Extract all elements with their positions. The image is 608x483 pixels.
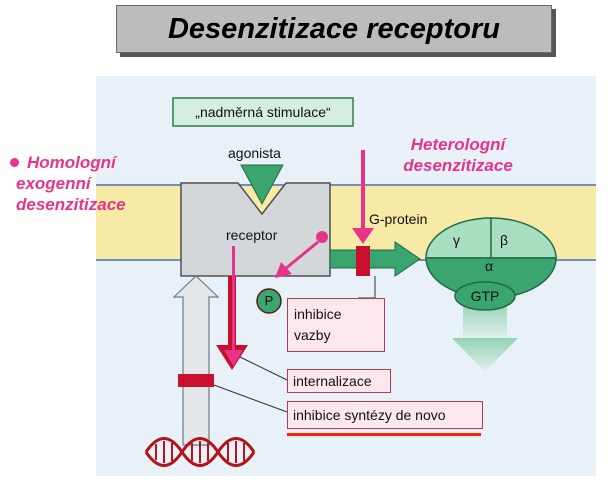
inhibice-vazby-line-2: vazby bbox=[294, 327, 331, 343]
gtp-ellipse bbox=[454, 281, 516, 311]
phosphate-label: P bbox=[264, 293, 274, 308]
phosphate-circle bbox=[256, 288, 282, 314]
agonist-shape bbox=[240, 164, 284, 206]
heterologous-arrow-shaft bbox=[361, 150, 365, 230]
bullet-icon bbox=[10, 158, 19, 167]
stimulation-label: „nadměrná stimulace“ bbox=[195, 104, 331, 120]
heterologous-block bbox=[356, 246, 370, 276]
pink-arrow-shaft bbox=[232, 246, 235, 353]
gtp-signal-head bbox=[452, 338, 518, 372]
phosphorylation-arrow-head bbox=[275, 262, 292, 278]
heterologous-label: Heterologní desenzitizace bbox=[378, 134, 538, 176]
inhibice-vazby-box: inhibice vazby bbox=[287, 298, 385, 352]
pink-arrow-head bbox=[224, 350, 243, 366]
dna-strand-b bbox=[144, 437, 256, 467]
synthesis-block bbox=[178, 374, 214, 387]
g-protein bbox=[425, 217, 557, 299]
internalizace-text: internalizace bbox=[293, 373, 372, 389]
internalizace-box: internalizace bbox=[287, 369, 391, 393]
homologous-text-2: exogenní bbox=[16, 174, 91, 193]
phosphorylation-arrow bbox=[284, 240, 319, 271]
title-box: Desenzitizace receptoru bbox=[116, 5, 552, 53]
page-title: Desenzitizace receptoru bbox=[167, 12, 500, 45]
synthesis-arrow bbox=[172, 275, 220, 446]
heterologous-text-2: desenzitizace bbox=[403, 156, 513, 175]
homologous-text-3: desenzitizace bbox=[16, 195, 126, 214]
homologous-line-1: Homologní bbox=[10, 152, 126, 173]
agonist-label: agonista bbox=[228, 145, 281, 161]
dna-helix bbox=[144, 437, 256, 467]
stimulation-box bbox=[172, 97, 354, 127]
inhibice-syntezy-box: inhibice syntézy de novo bbox=[287, 401, 483, 429]
phosphate-source-dot bbox=[316, 231, 328, 243]
beta-label: β bbox=[500, 232, 509, 248]
receptor-label: receptor bbox=[226, 227, 278, 243]
connector-internalizace bbox=[239, 356, 288, 381]
synthesis-underline bbox=[287, 433, 481, 436]
gtp-label: GTP bbox=[470, 288, 500, 304]
dna-strand-a bbox=[144, 437, 256, 467]
g-protein-activation-arrow bbox=[329, 241, 421, 277]
heterologous-arrow-head bbox=[352, 228, 374, 244]
homologous-label: Homologní exogenní desenzitizace bbox=[10, 152, 126, 215]
g-protein-label: G-protein bbox=[369, 211, 428, 227]
connector-inhibice-syntezy bbox=[213, 384, 288, 413]
homologous-text-1: Homologní bbox=[27, 153, 116, 172]
heterologous-text-1: Heterologní bbox=[410, 135, 506, 154]
gamma-label: γ bbox=[453, 232, 460, 248]
receptor-body bbox=[180, 182, 331, 277]
inhibice-vazby-line-1: inhibice bbox=[294, 306, 342, 322]
alpha-label: α bbox=[485, 258, 494, 274]
inhibice-syntezy-text: inhibice syntézy de novo bbox=[293, 407, 446, 423]
